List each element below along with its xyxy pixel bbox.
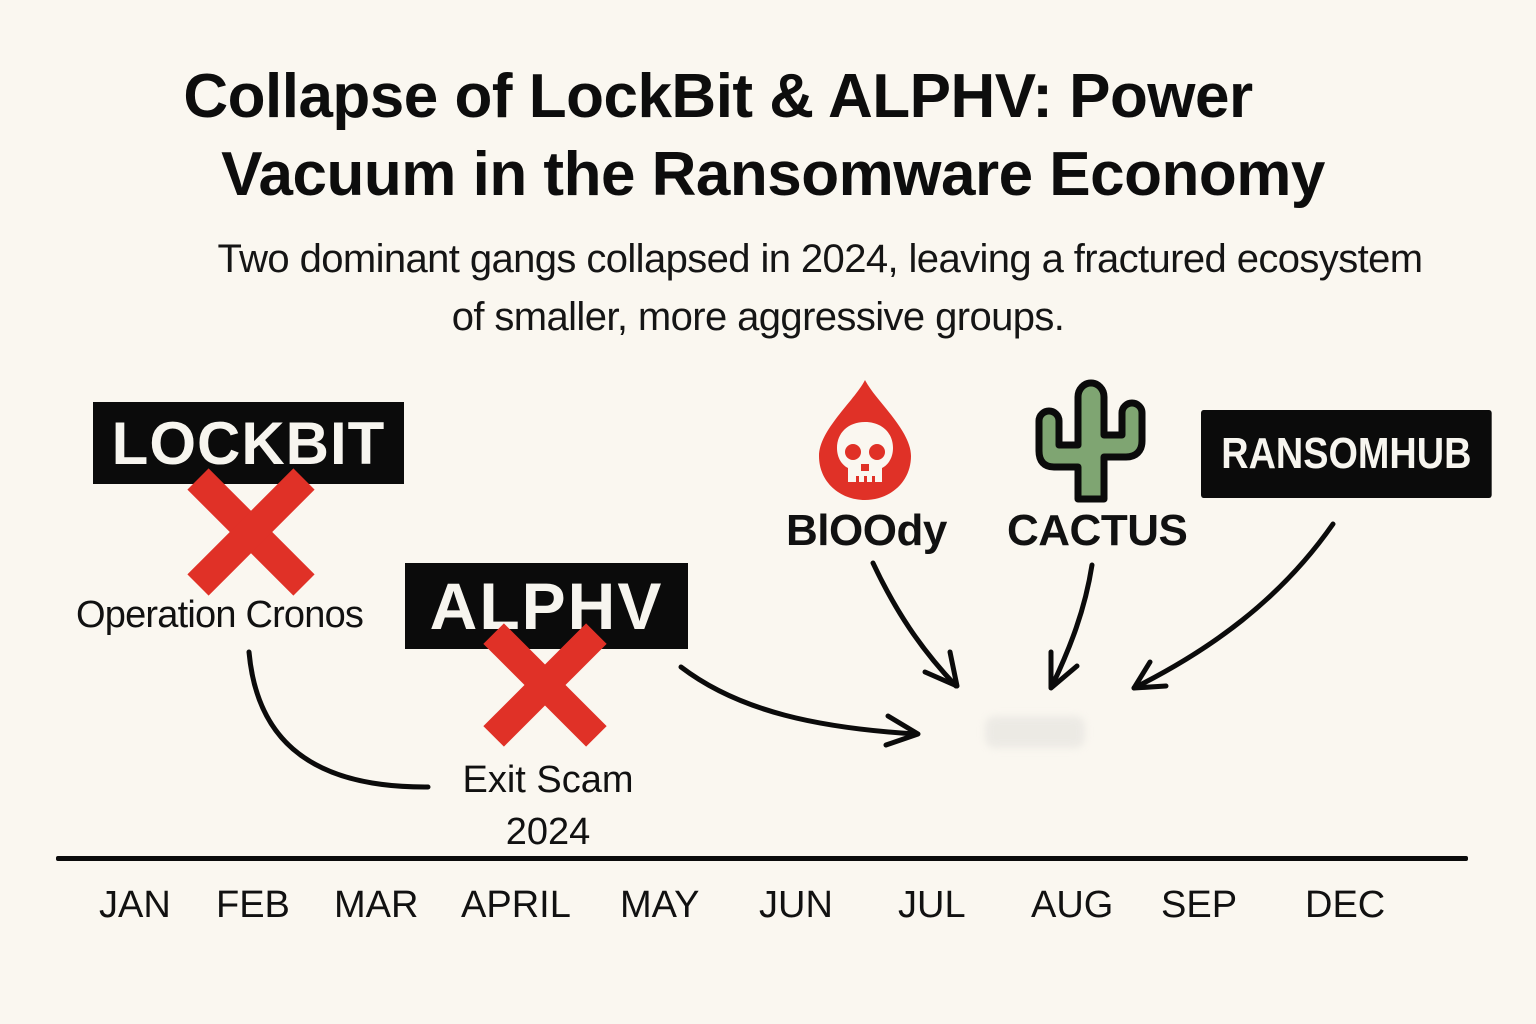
- lockbit-label: LOCKBIT: [93, 402, 404, 484]
- bloody-arrow: [870, 560, 959, 689]
- cactus-arrow: [1049, 562, 1095, 689]
- ransomhub-arrow: [1131, 521, 1336, 691]
- lockbit-red-x-icon: [187, 468, 315, 596]
- month-mar: MAR: [334, 884, 419, 926]
- alphv-arrow: [678, 664, 918, 737]
- title-line-1: Collapse of LockBit & ALPHV: Power: [183, 62, 1253, 131]
- title-line-2: Vacuum in the Ransomware Economy: [221, 140, 1325, 209]
- cactus-arrowhead: [1048, 649, 1080, 691]
- blood-drop-skull-icon: [819, 380, 911, 500]
- lockbit-name: LOCKBIT: [111, 409, 386, 477]
- month-jun: JUN: [759, 884, 833, 926]
- ransomhub-arrowhead: [1131, 659, 1169, 691]
- month-april: APRIL: [461, 884, 571, 926]
- month-feb: FEB: [216, 884, 290, 926]
- bloody-arrowhead: [922, 649, 960, 689]
- subtitle: Two dominant gangs collapsed in 2024, le…: [0, 230, 1536, 346]
- month-dec: DEC: [1305, 884, 1386, 926]
- alphv-arrowhead: [883, 713, 921, 748]
- month-aug: AUG: [1031, 884, 1114, 926]
- cronos-connector-curve: [246, 649, 431, 790]
- page-title: Collapse of LockBit & ALPHV: Power Vacuu…: [0, 58, 1536, 214]
- timeline-axis: [56, 856, 1468, 861]
- exit-scam-text: Exit Scam: [462, 759, 634, 801]
- bloody-name: BlOOdy: [786, 506, 947, 555]
- month-sep: SEP: [1161, 884, 1238, 926]
- cactus-name: CACTUS: [1007, 506, 1188, 555]
- ransomhub-name: RANSOMHUB: [1221, 429, 1472, 478]
- subtitle-line-1: Two dominant gangs collapsed in 2024, le…: [217, 237, 1424, 281]
- exit-scam-year: 2024: [505, 811, 591, 853]
- month-may: MAY: [620, 884, 700, 926]
- ransomhub-label: RANSOMHUB: [1201, 410, 1492, 498]
- convergence-point: [985, 716, 1085, 748]
- cactus-icon: [1035, 379, 1146, 503]
- alphv-name: ALPHV: [429, 569, 664, 643]
- alphv-red-x-icon: [483, 623, 607, 747]
- month-jul: JUL: [898, 884, 966, 926]
- exit-scam-label: Exit Scam 2024: [440, 754, 656, 858]
- subtitle-line-2: of smaller, more aggressive groups.: [451, 295, 1065, 339]
- month-jan: JAN: [99, 884, 171, 926]
- alphv-label: ALPHV: [405, 563, 688, 649]
- operation-cronos-label: Operation Cronos: [76, 594, 364, 636]
